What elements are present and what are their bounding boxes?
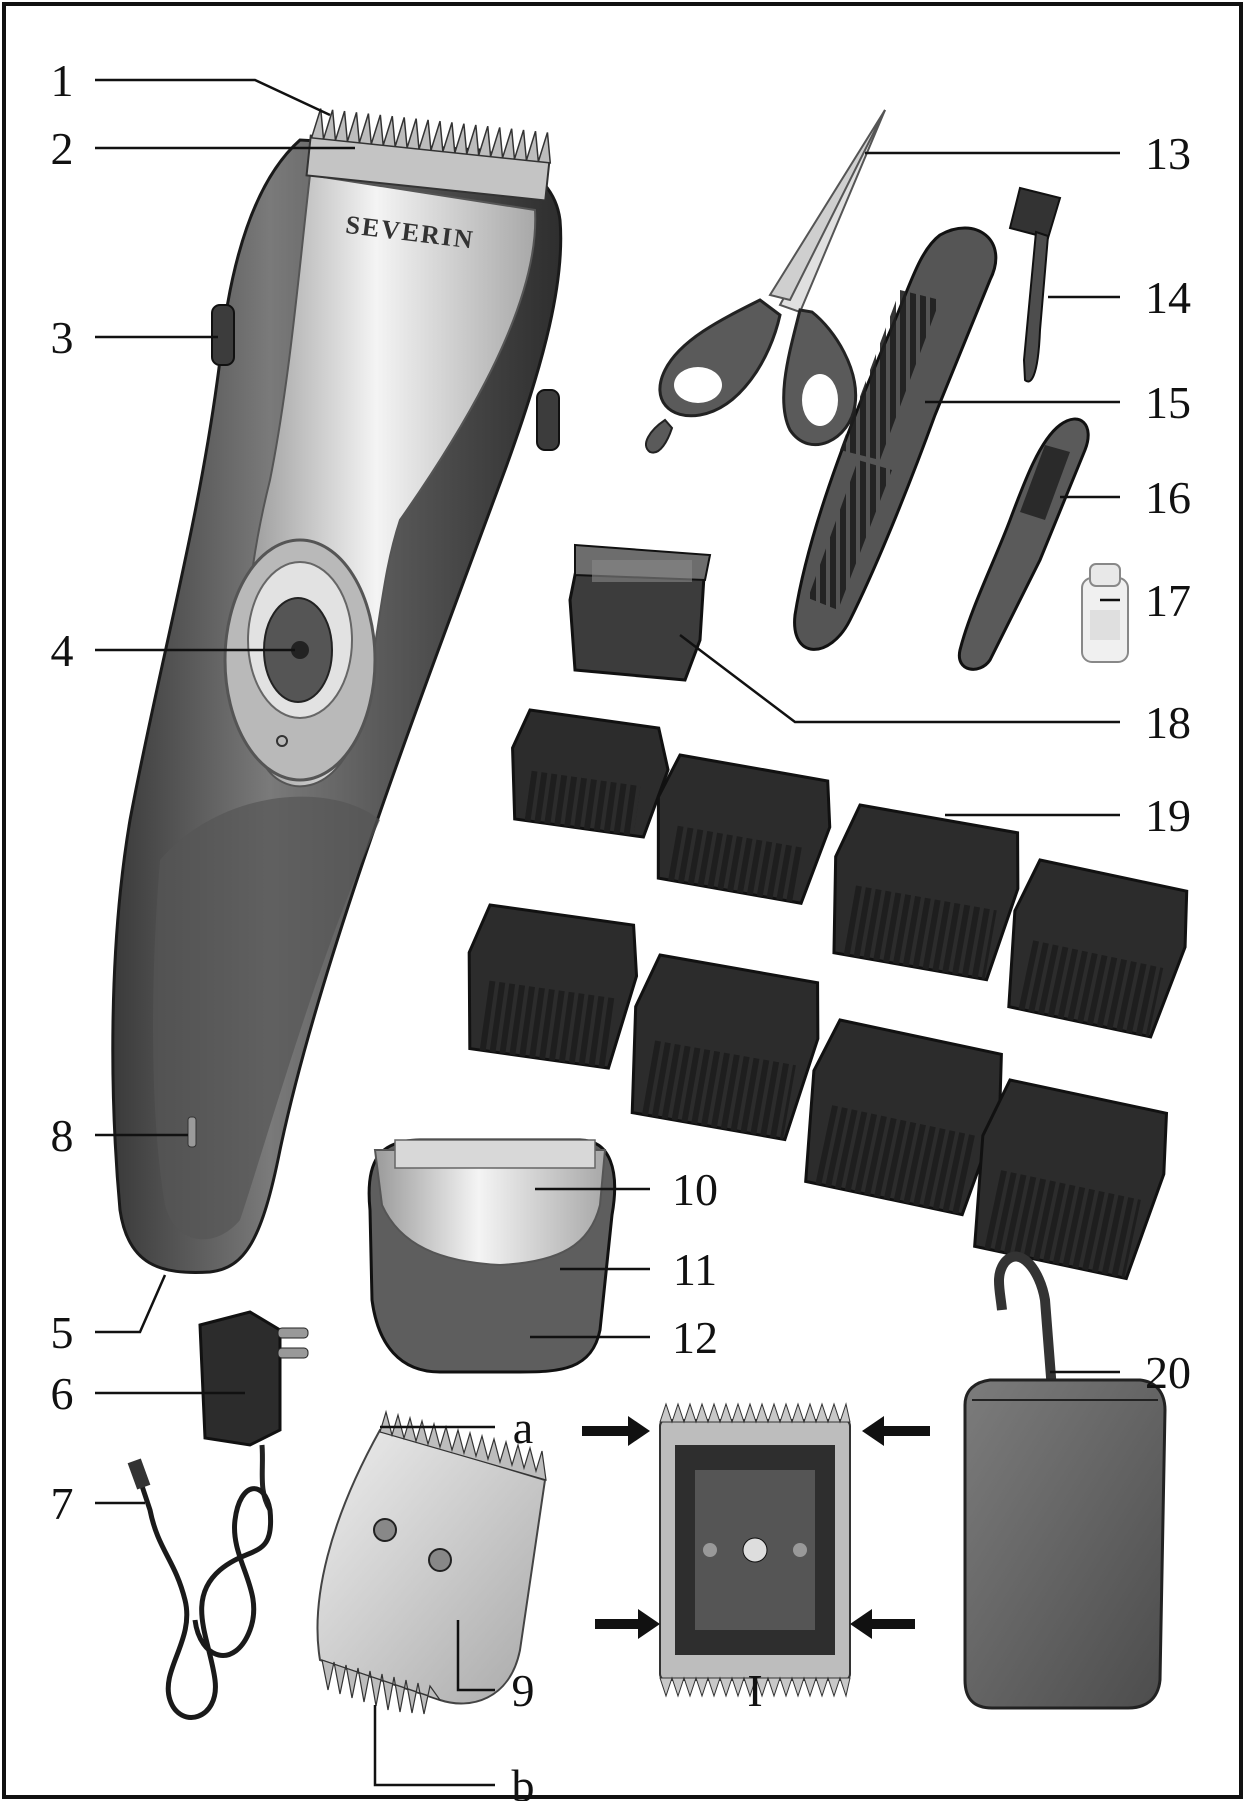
leader-lines	[95, 78, 1120, 1787]
callout-3: 3	[51, 312, 74, 363]
lever-3	[211, 304, 235, 366]
storage-bag	[963, 1251, 1167, 1710]
callout-b: b	[512, 1760, 535, 1801]
callout-7: 7	[51, 1478, 74, 1529]
oil-bottle	[1081, 563, 1129, 663]
hair-clipper: SEVERIN	[111, 108, 563, 1274]
charge-indicator	[187, 1116, 197, 1148]
callout-10: 10	[672, 1164, 718, 1215]
short-comb	[957, 417, 1090, 671]
callout-8: 8	[51, 1110, 74, 1161]
scissors	[645, 109, 886, 454]
callout-14: 14	[1145, 272, 1191, 323]
callout-a: a	[513, 1402, 533, 1453]
comb	[793, 226, 998, 651]
blade-detail	[582, 1402, 930, 1698]
side-knob	[536, 389, 560, 451]
cleaning-brush	[1008, 186, 1062, 383]
callout-11: 11	[673, 1244, 717, 1295]
blade-set	[316, 1409, 547, 1715]
callout-20: 20	[1145, 1347, 1191, 1398]
callout-6: 6	[51, 1368, 74, 1419]
callout-19: 19	[1145, 790, 1191, 841]
callout-5: 5	[51, 1307, 74, 1358]
callout-2: 2	[51, 123, 74, 174]
trimmer-cap	[568, 543, 712, 682]
callout-9: 9	[512, 1665, 535, 1716]
callout-16: 16	[1145, 472, 1191, 523]
callout-13: 13	[1145, 128, 1191, 179]
callout-1: 1	[51, 55, 74, 106]
comb-attachments	[467, 708, 1189, 1281]
callout-12: 12	[672, 1312, 718, 1363]
charging-cable	[127, 1458, 274, 1720]
callout-17: 17	[1145, 575, 1191, 626]
callout-15: 15	[1145, 377, 1191, 428]
callout-18: 18	[1145, 697, 1191, 748]
callout-I: I	[747, 1665, 762, 1716]
callout-4: 4	[51, 625, 74, 676]
charging-adapter	[198, 1310, 309, 1512]
shaver-attachment	[367, 1138, 617, 1374]
